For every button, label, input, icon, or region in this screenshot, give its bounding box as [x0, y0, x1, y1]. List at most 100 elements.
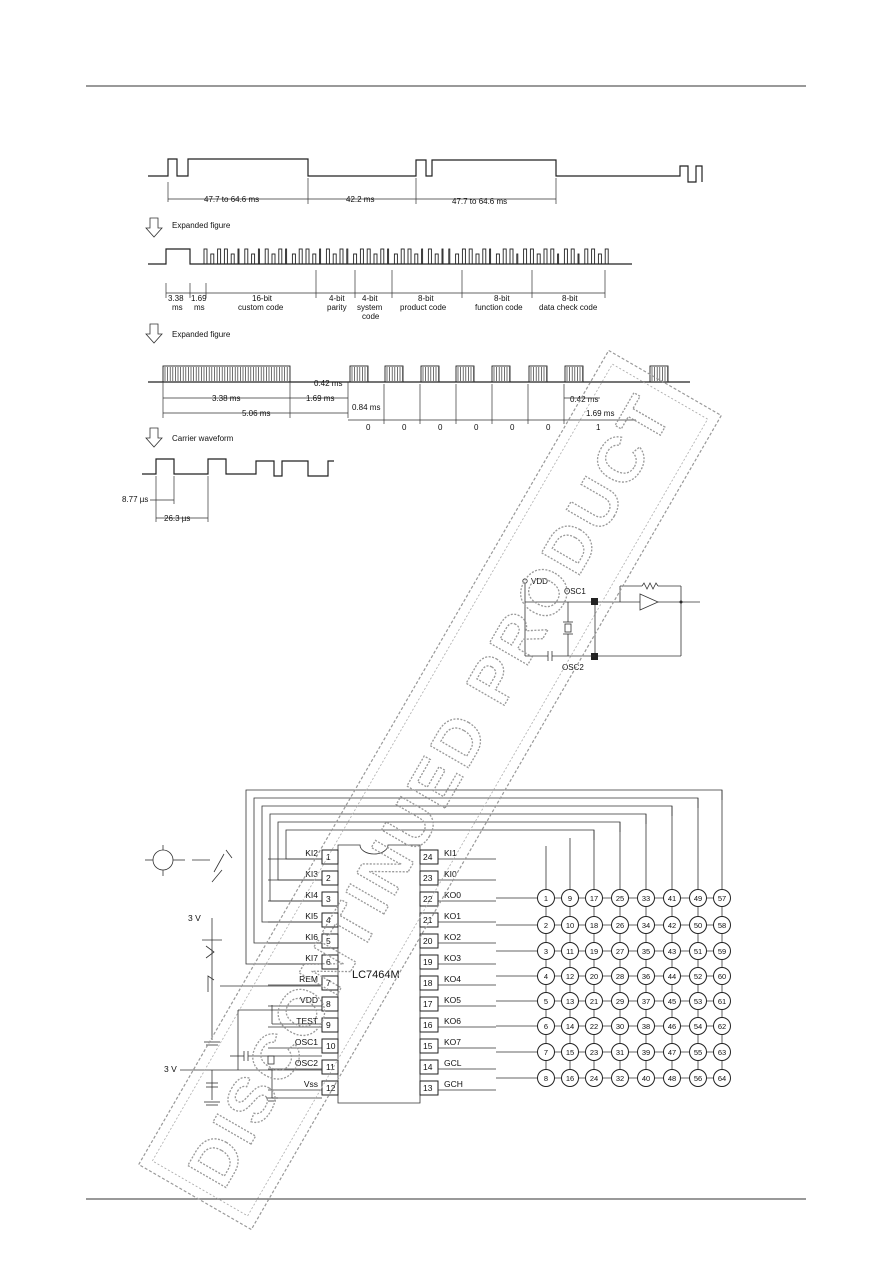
scan-loop-wire [285, 829, 595, 860]
key-number: 19 [590, 947, 598, 956]
key-node [585, 1069, 603, 1087]
key-node [611, 942, 629, 960]
oscillator-circuit: VDD OSC1 OSC2 [522, 577, 700, 672]
left-pin-box [321, 996, 339, 1012]
code-bit-pulse [421, 248, 424, 265]
key-node [663, 942, 681, 960]
expand-arrow-3: Carrier waveform [145, 427, 234, 448]
crystal-app-icon [267, 1055, 275, 1065]
code-bit-pulse [217, 248, 222, 265]
key-number: 45 [668, 997, 676, 1006]
seg-label-4-top: 4-bit [329, 294, 345, 303]
right-pin-number: 14 [423, 1062, 433, 1072]
seg-label-5-top: 4-bit [362, 294, 378, 303]
left-pin-label: KI6 [305, 932, 318, 942]
key-number: 34 [642, 921, 650, 930]
key-number: 16 [566, 1074, 574, 1083]
code-bit-pulse [550, 248, 555, 265]
right-pin-label: KI0 [444, 869, 457, 879]
key-node [611, 1069, 629, 1087]
right-pin-box [419, 891, 439, 907]
dim-169-a: 1.69 ms [306, 394, 334, 403]
key-number: 51 [694, 947, 702, 956]
right-pin-box [419, 996, 439, 1012]
key-node [537, 1043, 555, 1061]
key-number: 31 [616, 1048, 624, 1057]
left-pin-number: 5 [326, 936, 331, 946]
code-bit-pulse [285, 248, 288, 265]
code-bit-pulse [577, 253, 580, 265]
seg-label-8-top: 8-bit [562, 294, 578, 303]
key-number: 5 [544, 997, 548, 1006]
key-node [561, 1043, 579, 1061]
right-pin-box [419, 975, 439, 991]
left-pin-box [321, 1080, 339, 1096]
seg-label-1-bottom: ms [172, 303, 183, 312]
right-pin-number: 17 [423, 999, 433, 1009]
key-node [611, 1017, 629, 1035]
key-number: 55 [694, 1048, 702, 1057]
key-number: 22 [590, 1022, 598, 1031]
key-node [713, 942, 731, 960]
resistor-icon [641, 582, 659, 590]
key-node [585, 889, 603, 907]
right-pin-label: KO2 [444, 932, 461, 942]
key-node [585, 1017, 603, 1035]
code-bit-pulse [257, 248, 260, 265]
seg-label-2-top: 1.69 [191, 294, 207, 303]
key-node [713, 916, 731, 934]
right-pin-number: 18 [423, 978, 433, 988]
key-number: 1 [544, 894, 548, 903]
code-waveform: 3.38 ms 1.69 ms 16-bit custom code 4-bit… [148, 248, 632, 321]
key-number: 50 [694, 921, 702, 930]
left-pin-number: 4 [326, 915, 331, 925]
right-pin-number: 19 [423, 957, 433, 967]
left-pin-number: 2 [326, 873, 331, 883]
key-node [611, 967, 629, 985]
code-bit-pulse [271, 253, 276, 265]
key-node [637, 1017, 655, 1035]
code-bit-pulse [332, 253, 337, 265]
key-node [637, 1043, 655, 1061]
right-pin-number: 13 [423, 1083, 433, 1093]
expanded-label-1: Expanded figure [172, 221, 231, 230]
key-node [537, 992, 555, 1010]
right-pin-number: 15 [423, 1041, 433, 1051]
key-number: 32 [616, 1074, 624, 1083]
key-number: 18 [590, 921, 598, 930]
dim-506: 5.06 ms [242, 409, 270, 418]
right-pin-label: KI1 [444, 848, 457, 858]
scan-loop-wire [277, 821, 621, 881]
right-pin-label: GCL [444, 1058, 462, 1068]
left-pin-label: VDD [300, 995, 318, 1005]
key-number: 49 [694, 894, 702, 903]
right-pin-label: KO6 [444, 1016, 461, 1026]
key-node [585, 916, 603, 934]
key-node [637, 1069, 655, 1087]
code-bit-pulse [393, 253, 398, 265]
key-number: 28 [616, 972, 624, 981]
key-node [637, 916, 655, 934]
frame-dim-3: 47.7 to 64.6 ms [452, 197, 507, 206]
right-pin-number: 22 [423, 894, 433, 904]
left-pin-label: REM [299, 974, 318, 984]
scan-loop-wire [269, 813, 647, 902]
key-node [611, 992, 629, 1010]
right-pin-number: 16 [423, 1020, 433, 1030]
key-number: 42 [668, 921, 676, 930]
code-bit-pulse [461, 248, 466, 265]
key-number: 21 [590, 997, 598, 1006]
key-number: 52 [694, 972, 702, 981]
key-number: 10 [566, 921, 574, 930]
bit-3: 0 [438, 423, 443, 432]
key-number: 38 [642, 1022, 650, 1031]
code-bit-pulse [237, 248, 240, 265]
key-number: 15 [566, 1048, 574, 1057]
modulated-waveform: 0.42 ms 3.38 ms 1.69 ms 0.84 ms 5.06 ms … [148, 365, 690, 432]
carrier-dim-1: 8.77 µs [122, 495, 148, 504]
right-pin-box [419, 912, 439, 928]
frame-dim-2: 42.2 ms [346, 195, 374, 204]
bit-1: 0 [366, 423, 371, 432]
key-node [585, 942, 603, 960]
left-pin-label: KI4 [305, 890, 318, 900]
